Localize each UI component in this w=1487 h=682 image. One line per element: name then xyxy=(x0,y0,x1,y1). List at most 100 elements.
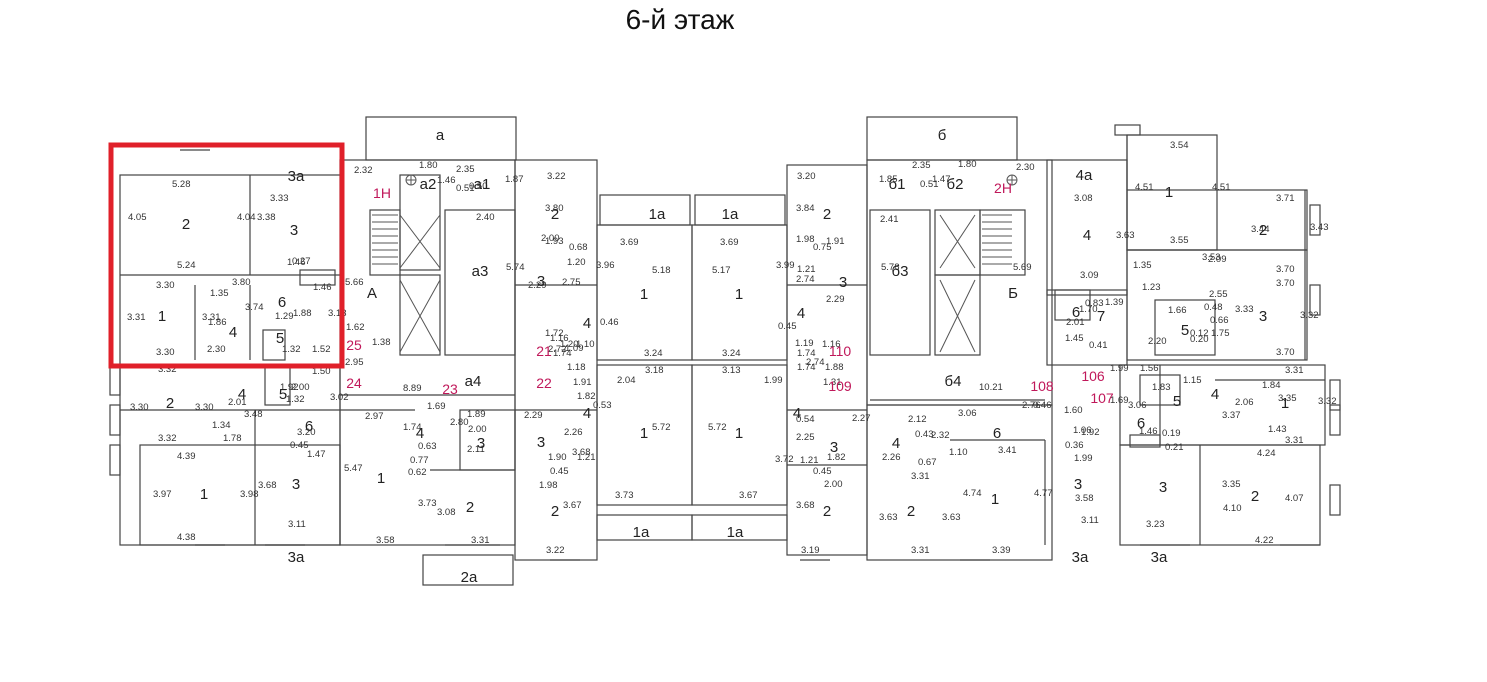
dimension-label: 2.97 xyxy=(365,411,384,422)
dimension-label: 1.90 xyxy=(548,452,567,463)
highlight-frame xyxy=(108,142,345,369)
dimension-label: 5.24 xyxy=(177,260,196,271)
dimension-label: 0.46 xyxy=(1033,400,1052,411)
dimension-label: 2.00 xyxy=(824,479,843,490)
dimension-label: 0.27 xyxy=(292,256,311,267)
dimension-label: 0.43 xyxy=(915,429,934,440)
dimension-label: 5.47 xyxy=(344,463,363,474)
dimension-label: 1.72 xyxy=(545,328,564,339)
dimension-label: 1.23 xyxy=(1142,282,1161,293)
dimension-label: 0.46 xyxy=(600,317,619,328)
dimension-label: 3.33 xyxy=(1235,304,1254,315)
dimension-label: 1.32 xyxy=(282,344,301,355)
dimension-label: 2.00 xyxy=(541,233,560,244)
dimension-label: 1.21 xyxy=(800,455,819,466)
dimension-label: 3.44 xyxy=(1251,224,1270,235)
dimension-label: 4.05 xyxy=(128,212,147,223)
dimension-label: 3.31 xyxy=(471,535,490,546)
dimension-label: 3.30 xyxy=(195,402,214,413)
room-label-N-4b: 4 xyxy=(793,405,801,422)
dimension-label: 4.10 xyxy=(1223,503,1242,514)
dimension-label: 0.45 xyxy=(813,466,832,477)
room-label-b4: б4 xyxy=(945,373,962,390)
dimension-label: 3.32 xyxy=(158,364,177,375)
dimension-label: 3.23 xyxy=(1146,519,1165,530)
room-label-a1: а1 xyxy=(474,176,491,193)
dimension-label: 0.75 xyxy=(813,242,832,253)
dimension-label: 0.20 xyxy=(1190,334,1209,345)
dimension-label: 3.43 xyxy=(1310,222,1329,233)
dimension-label: 1.80 xyxy=(958,159,977,170)
dimension-label: 3.72 xyxy=(775,454,794,465)
room-label-N-4: 4 xyxy=(797,305,805,322)
room-label-L-3: 3 xyxy=(290,222,298,239)
dimension-label: 1.21 xyxy=(797,264,816,275)
room-label-N-2: 2 xyxy=(823,206,831,223)
room-label-M-1ab: 1а xyxy=(633,524,650,541)
dimension-label: 8.89 xyxy=(403,383,422,394)
dimension-label: 2.04 xyxy=(617,375,636,386)
room-label-a3: а3 xyxy=(472,263,489,280)
dimension-label: 3.63 xyxy=(942,512,961,523)
dimension-label: 2.26 xyxy=(564,427,583,438)
dimension-label: 3.22 xyxy=(546,545,565,556)
dimension-label: 1.70 xyxy=(1079,304,1098,315)
dimension-label: 0.67 xyxy=(918,457,937,468)
room-label-R-2: 2 xyxy=(907,503,915,520)
dimension-label: 0.51 xyxy=(456,183,475,194)
dimension-label: 0.77 xyxy=(410,455,429,466)
dimension-label: 3.48 xyxy=(244,409,263,420)
room-label-M-3b: 3 xyxy=(537,434,545,451)
unit-label: 109 xyxy=(828,378,852,394)
room-label-L-3a: 3а xyxy=(288,168,305,185)
dimension-label: 3.73 xyxy=(418,498,437,509)
dimension-label: 4.74 xyxy=(963,488,982,499)
dimension-label: 1.20 xyxy=(560,339,579,350)
dimension-label: 1.32 xyxy=(286,394,305,405)
unit-label: 23 xyxy=(442,381,458,397)
dimension-label: 3.24 xyxy=(722,348,741,359)
dimension-label: 3.80 xyxy=(232,277,251,288)
dimension-label: 3.70 xyxy=(1276,278,1295,289)
unit-label: 107 xyxy=(1090,390,1114,406)
dimension-label: 3.31 xyxy=(202,312,221,323)
room-label-a: а xyxy=(436,127,445,144)
room-label-M-4: 4 xyxy=(583,315,591,332)
dimension-label: 3.35 xyxy=(1278,393,1297,404)
dimension-label: 5.17 xyxy=(712,265,731,276)
dimension-label: 0.54 xyxy=(796,414,815,425)
dimension-label: 3.73 xyxy=(615,490,634,501)
unit-label: 108 xyxy=(1030,378,1054,394)
dimension-label: 3.30 xyxy=(156,280,175,291)
dimension-label: 3.53 xyxy=(1202,252,1221,263)
dimension-label: 5.78 xyxy=(881,262,900,273)
dimension-label: 1.50 xyxy=(312,366,331,377)
room-label-A: А xyxy=(367,285,377,302)
dimension-label: 2.95 xyxy=(345,357,364,368)
dimension-label: 2.00 xyxy=(468,424,487,435)
dimension-label: 3.97 xyxy=(153,489,172,500)
dimension-label: 0.63 xyxy=(418,441,437,452)
dimension-label: 1.18 xyxy=(567,362,586,373)
dimension-label: 2.06 xyxy=(1235,397,1254,408)
dimension-label: 1.38 xyxy=(372,337,391,348)
dimension-label: 4.39 xyxy=(177,451,196,462)
dimension-label: 4.77 xyxy=(1034,488,1053,499)
dimension-label: 1.98 xyxy=(796,234,815,245)
dimension-label: 1.80 xyxy=(419,160,438,171)
dimension-label: 3.11 xyxy=(1081,515,1099,526)
dimension-label: 1.89 xyxy=(467,409,486,420)
dimension-label: 3.58 xyxy=(1075,493,1094,504)
room-label-N-1b: 1 xyxy=(735,425,743,442)
room-label-RL-2: 2 xyxy=(1251,488,1259,505)
dimension-label: 5.72 xyxy=(708,422,727,433)
dimension-label: 1.46 xyxy=(313,282,332,293)
dimension-label: 4.22 xyxy=(1255,535,1274,546)
room-label-C-4: 4 xyxy=(416,425,424,442)
room-label-M-1: 1 xyxy=(640,286,648,303)
dimension-label: 5.66 xyxy=(345,277,364,288)
room-label-L-6: 6 xyxy=(278,294,286,311)
dimension-label: 1.74 xyxy=(403,422,422,433)
dimension-label: 2.29 xyxy=(524,410,543,421)
